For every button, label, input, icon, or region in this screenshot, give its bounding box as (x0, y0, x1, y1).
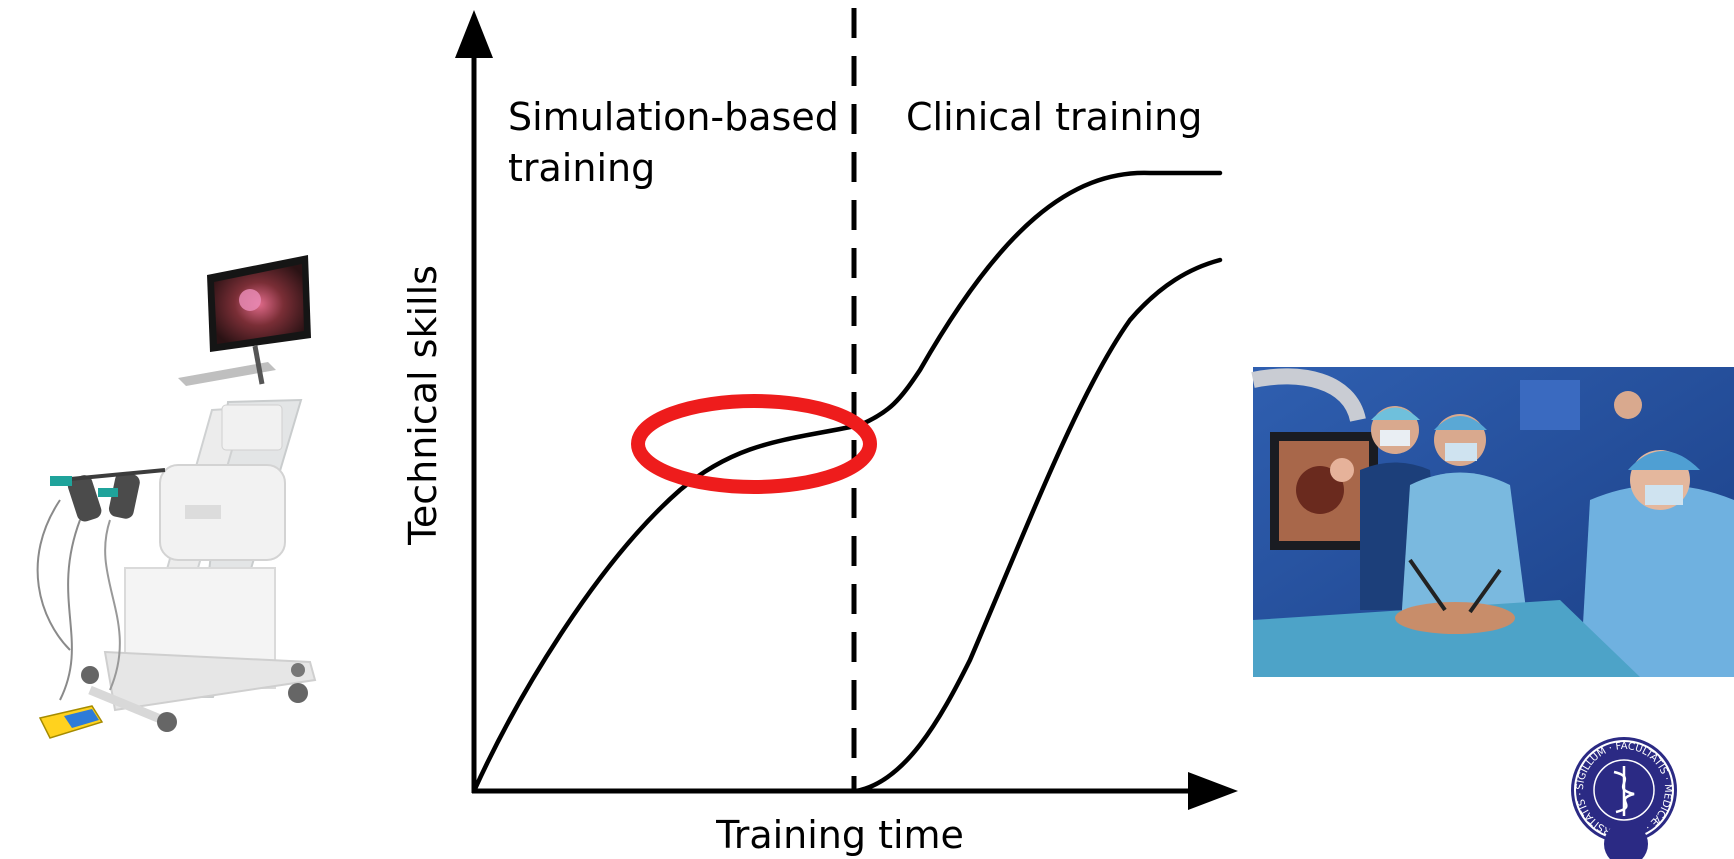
simulator-body-box (159, 464, 286, 561)
serpent-icon (1613, 770, 1635, 814)
curve-simulation-then-clinical (471, 170, 1223, 794)
surgeon-right (1580, 485, 1734, 677)
operating-room-photo (1251, 367, 1734, 677)
phase-label-simulation-line1: Simulation-based (508, 95, 839, 139)
x-axis-arrowhead (1188, 772, 1238, 810)
phase-label-clinical: Clinical training (906, 95, 1202, 139)
y-axis-arrowhead (455, 10, 493, 58)
simulator-keyboard (178, 362, 276, 386)
axes (455, 10, 1238, 810)
phase-label-simulation-line2: training (508, 146, 655, 190)
highlight-ellipse (631, 394, 877, 494)
surgeon-center (1400, 472, 1530, 640)
x-axis-label: Training time (715, 813, 964, 857)
laparoscopy-simulator-image (36, 255, 317, 739)
curve-clinical-only (853, 257, 1223, 794)
surgical-drape (1253, 600, 1640, 677)
simulator-instrument (67, 475, 102, 522)
y-axis-label: Technical skills (401, 265, 445, 546)
